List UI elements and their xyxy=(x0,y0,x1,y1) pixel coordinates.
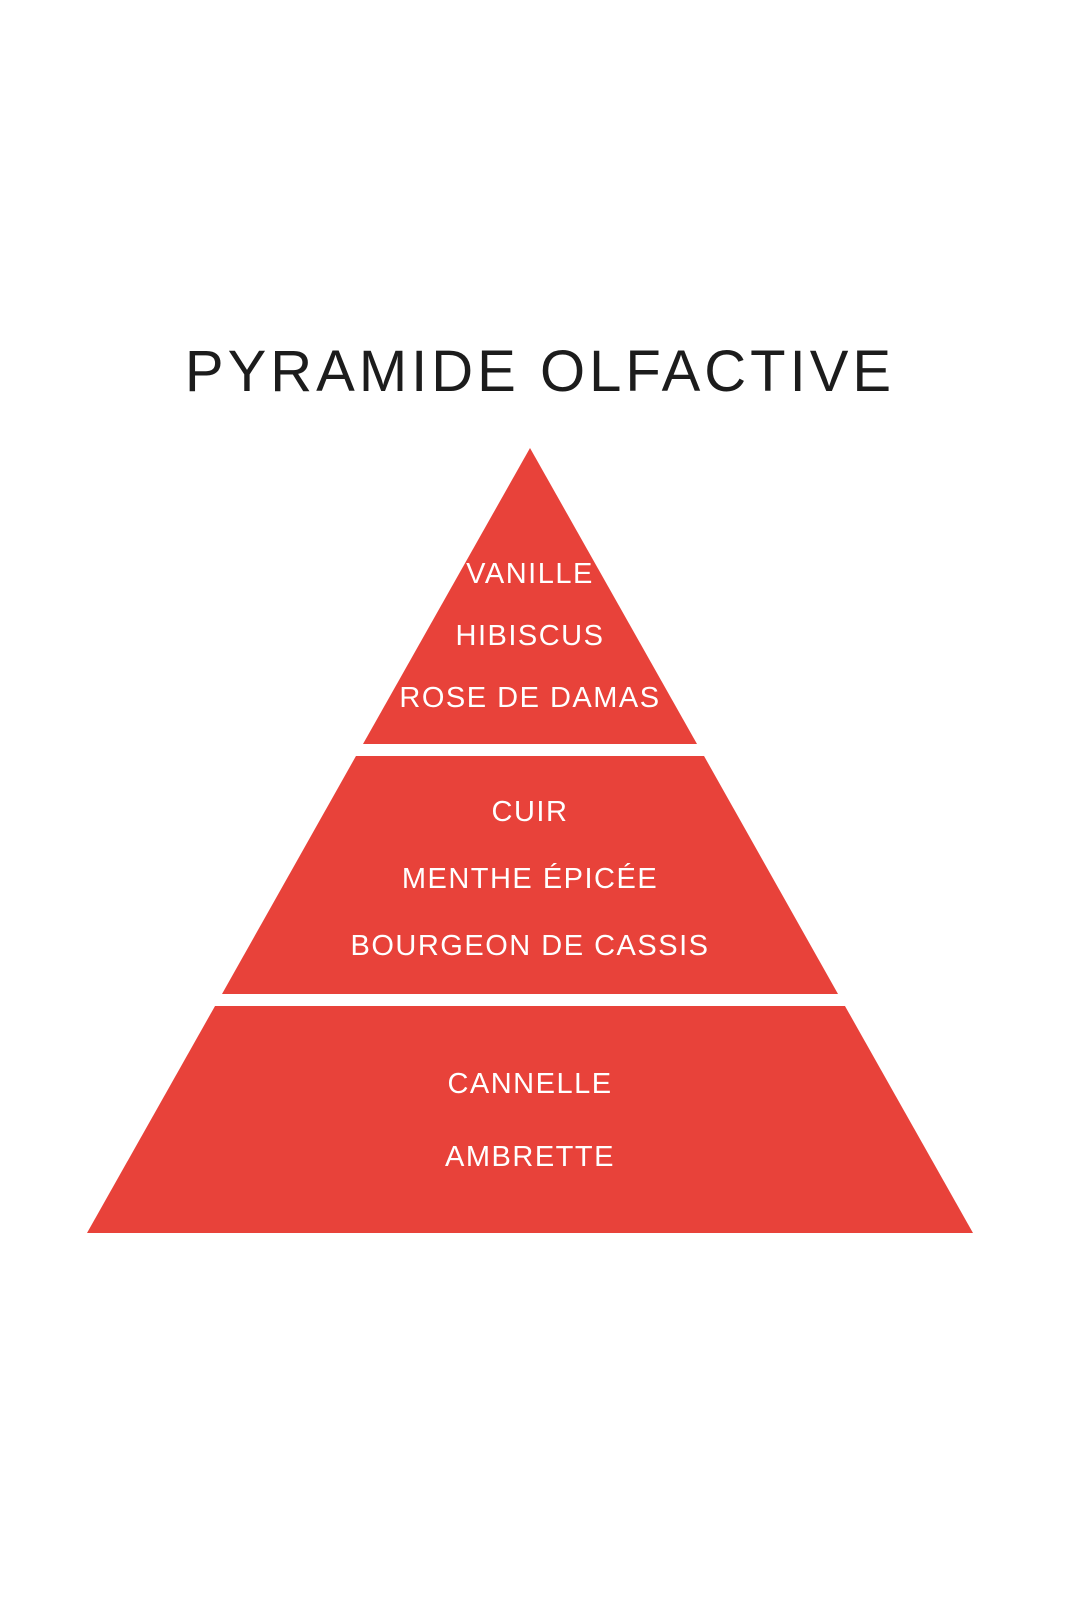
note-label-ambrette: AMBRETTE xyxy=(445,1141,615,1173)
page-title: PYRAMIDE OLFACTIVE xyxy=(184,339,896,404)
note-label-cannelle: CANNELLE xyxy=(447,1068,613,1100)
note-label-hibiscus: HIBISCUS xyxy=(455,620,605,652)
pyramid-tier-top-notes: VANILLE HIBISCUS ROSE DE DAMAS xyxy=(363,448,697,744)
pyramid-tier-base-notes: CANNELLE AMBRETTE xyxy=(87,1006,973,1233)
pyramid-tier-heart-notes: CUIR MENTHE ÉPICÉE BOURGEON DE CASSIS xyxy=(222,756,838,994)
note-label-rose-de-damas: ROSE DE DAMAS xyxy=(399,682,661,714)
note-label-cuir: CUIR xyxy=(491,796,569,828)
note-label-bourgeon-de-cassis: BOURGEON DE CASSIS xyxy=(350,930,710,962)
note-label-menthe-epicee: MENTHE ÉPICÉE xyxy=(401,863,659,895)
note-label-vanille: VANILLE xyxy=(466,558,594,590)
